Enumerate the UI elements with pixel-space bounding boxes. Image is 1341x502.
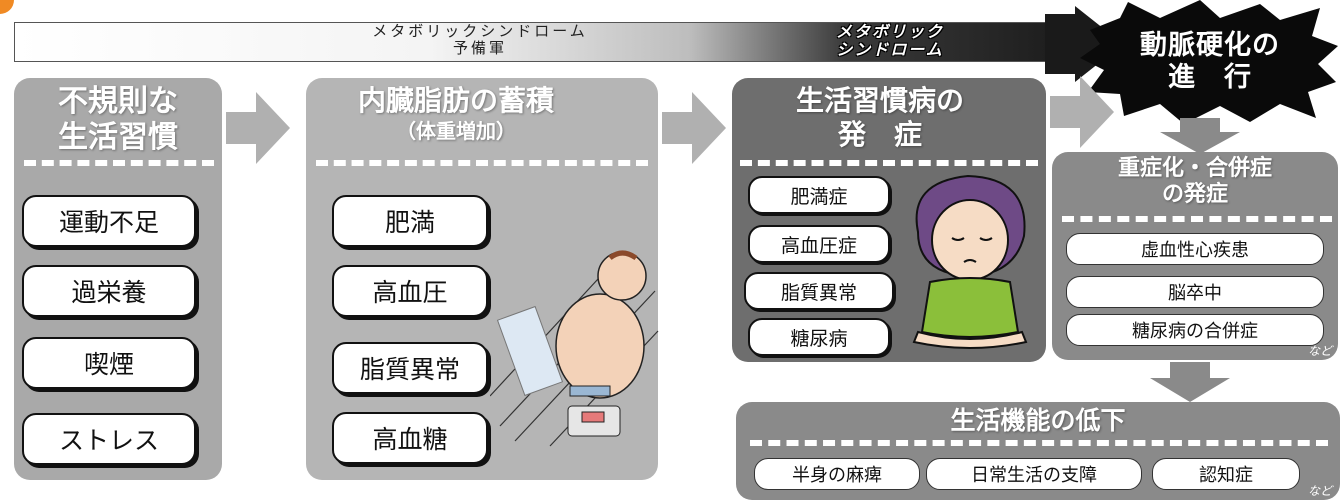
function-decline-item: 認知症	[1152, 458, 1300, 490]
flow-arrow-2	[662, 92, 726, 164]
flow-arrow-1	[226, 92, 290, 164]
visceral-fat-item: 高血圧	[332, 265, 488, 317]
man-on-scale-illustration	[490, 250, 659, 447]
sitting-person-illustration	[912, 174, 1028, 349]
function-decline-item: 半身の麻痺	[754, 458, 920, 490]
function-decline-divider	[750, 440, 1328, 446]
complications-down-arrow	[1150, 362, 1230, 402]
lifestyle-item: 運動不足	[22, 195, 196, 247]
burst-down-arrow	[1160, 118, 1240, 154]
burst-text: 動脈硬化の 進 行	[1096, 30, 1324, 94]
function-decline-item: 日常生活の支障	[926, 458, 1142, 490]
lifestyle-disease-title-line2: 発 症	[837, 118, 922, 151]
lifestyle-disease-item: 高血圧症	[748, 225, 890, 263]
lifestyle-title: 不規則な 生活習慣	[14, 84, 222, 156]
complications-title-line1: 重症化・合併症	[1117, 156, 1272, 181]
lifestyle-item: ストレス	[22, 413, 196, 465]
complications-note: など	[1308, 344, 1333, 358]
metabolic-line2: シンドローム	[836, 40, 944, 59]
burst-shape	[1080, 0, 1338, 124]
visceral-fat-title-line1: 内臓脂肪の蓄積	[357, 84, 554, 117]
function-decline-note: など	[1308, 484, 1333, 498]
metabolic-label: メタボリック シンドローム	[790, 23, 990, 59]
lifestyle-disease-item: 肥満症	[748, 176, 890, 214]
lifestyle-title-line1: 不規則な	[58, 84, 178, 119]
complications-title: 重症化・合併症 の発症	[1052, 156, 1338, 208]
complications-item: 虚血性心疾患	[1066, 233, 1324, 265]
complications-title-line2: の発症	[1161, 182, 1228, 207]
complications-item: 脳卒中	[1066, 276, 1324, 308]
lifestyle-divider	[24, 160, 214, 166]
visceral-fat-item: 肥満	[332, 195, 488, 247]
pre-metabolic-label: メタボリックシンドローム 予備軍	[300, 23, 660, 57]
visceral-fat-title-line2: （体重増加）	[396, 119, 516, 143]
lifestyle-disease-divider	[740, 160, 1038, 166]
visceral-fat-title: 内臓脂肪の蓄積 （体重増加）	[306, 84, 606, 144]
lifestyle-item: 喫煙	[22, 337, 196, 389]
band-arrow-head	[1045, 6, 1123, 82]
lifestyle-disease-title-line1: 生活習慣病の	[795, 84, 964, 117]
burst-line2: 進 行	[1168, 62, 1252, 93]
visceral-fat-divider	[316, 160, 648, 166]
lifestyle-disease-item: 糖尿病	[748, 318, 890, 356]
stage-band	[14, 22, 1054, 62]
flow-arrow-3	[1050, 76, 1114, 148]
burst-line1: 動脈硬化の	[1140, 30, 1280, 61]
corner-marker	[0, 0, 14, 14]
metabolic-line1: メタボリック	[835, 22, 944, 41]
lifestyle-disease-item: 脂質異常	[744, 272, 894, 310]
pre-metabolic-line2: 予備軍	[452, 39, 507, 57]
lifestyle-title-line2: 生活習慣	[58, 120, 178, 155]
lifestyle-item: 過栄養	[22, 265, 196, 317]
visceral-fat-item: 高血糖	[332, 412, 488, 464]
complications-divider	[1062, 216, 1332, 222]
function-decline-title: 生活機能の低下	[950, 406, 1126, 435]
lifestyle-disease-title: 生活習慣病の 発 症	[740, 84, 1020, 152]
pre-metabolic-line1: メタボリックシンドローム	[372, 22, 588, 40]
visceral-fat-item: 脂質異常	[332, 342, 488, 394]
complications-item: 糖尿病の合併症	[1066, 314, 1324, 346]
